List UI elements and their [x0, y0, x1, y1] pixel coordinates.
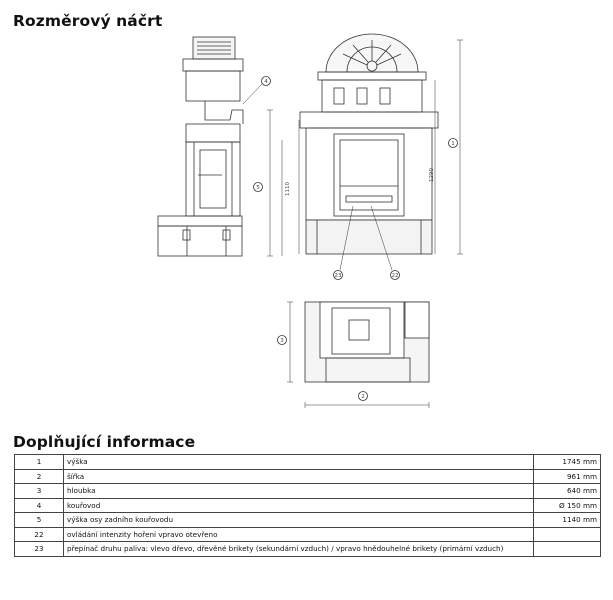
row-label: šířka — [63, 468, 534, 484]
callout-5: 5 — [256, 185, 260, 191]
callout-3: 3 — [280, 338, 284, 344]
row-number: 5 — [14, 512, 64, 528]
row-value — [533, 541, 601, 557]
row-number: 22 — [14, 526, 64, 542]
row-label: výška osy zadního kouřovodu — [63, 512, 534, 528]
row-label: kouřovod — [63, 497, 534, 513]
table-row: 23 přepínač druhu paliva: vlevo dřevo, d… — [14, 541, 601, 557]
info-heading: Doplňující informace — [13, 433, 196, 451]
row-value: 640 mm — [533, 483, 601, 499]
callout-23: 23 — [335, 273, 342, 279]
row-label: výška — [63, 454, 534, 470]
table-row: 2 šířka 961 mm — [14, 468, 601, 484]
front-view — [298, 33, 463, 280]
table-row: 4 kouřovod Ø 150 mm — [14, 497, 601, 513]
row-value: 1140 mm — [533, 512, 601, 528]
info-table: 1 výška 1745 mm 2 šířka 961 mm 3 hloubka… — [14, 454, 601, 557]
row-number: 3 — [14, 483, 64, 499]
row-label: ovládání intenzity hoření vpravo otevřen… — [63, 526, 534, 542]
row-label: přepínač druhu paliva: vlevo dřevo, dřev… — [63, 541, 534, 557]
row-value — [533, 526, 601, 542]
callout-4: 4 — [264, 79, 268, 85]
row-value: Ø 150 mm — [533, 497, 601, 513]
row-value: 961 mm — [533, 468, 601, 484]
table-row: 1 výška 1745 mm — [14, 454, 601, 470]
callout-22: 22 — [392, 273, 399, 279]
top-view — [277, 301, 430, 408]
callout-2: 2 — [361, 394, 365, 400]
front-height-label: 1290 — [429, 168, 435, 182]
side-height-label: 1110 — [285, 182, 291, 196]
dimension-drawing: 4 5 1 23 22 3 2 1110 1290 — [157, 33, 463, 408]
sketch-heading: Rozměrový náčrt — [13, 12, 163, 30]
row-number: 23 — [14, 541, 64, 557]
row-label: hloubka — [63, 483, 534, 499]
callout-1: 1 — [451, 141, 455, 147]
side-view — [157, 36, 283, 257]
row-number: 4 — [14, 497, 64, 513]
table-row: 3 hloubka 640 mm — [14, 483, 601, 499]
row-number: 2 — [14, 468, 64, 484]
table-row: 22 ovládání intenzity hoření vpravo otev… — [14, 526, 601, 542]
row-number: 1 — [14, 454, 64, 470]
row-value: 1745 mm — [533, 454, 601, 470]
table-row: 5 výška osy zadního kouřovodu 1140 mm — [14, 512, 601, 528]
